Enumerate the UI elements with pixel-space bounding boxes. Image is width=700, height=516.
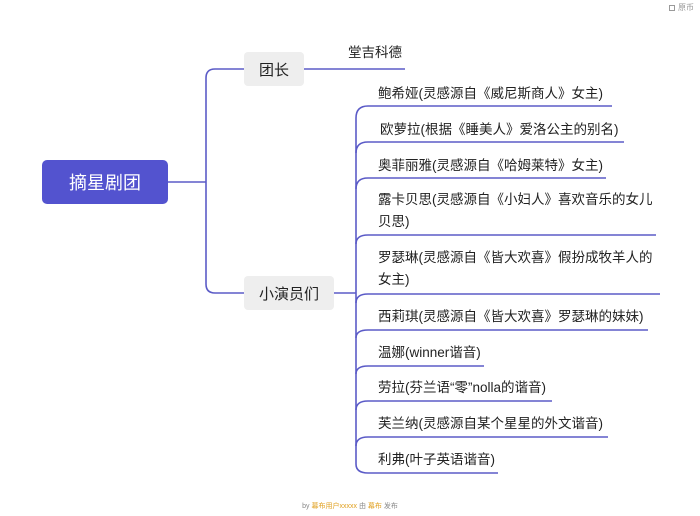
underline-leaf-9 [355, 436, 608, 447]
footer-prefix: by [302, 503, 312, 510]
connector-root-to-cast [205, 182, 244, 294]
root-label: 摘星剧团 [69, 173, 141, 193]
leaf-cast-8[interactable]: 劳拉(芬兰语“零”nolla的谐音) [378, 380, 547, 395]
footer-suffix: 发布 [381, 503, 398, 510]
leaf-cast-10[interactable]: 利弗(叶子英语谐音) [378, 452, 495, 467]
footer-user[interactable]: 幕布用户xxxxx [311, 503, 358, 510]
connector-root-to-captain [205, 68, 244, 182]
leaf-cast-4[interactable]: 露卡贝思(灵感源自《小妇人》喜欢音乐的女儿贝思) [378, 192, 653, 229]
leaf-cast-3[interactable]: 奥菲丽雅(灵感源自《哈姆莱特》女主) [378, 158, 603, 173]
underline-leaf-5 [355, 293, 660, 304]
underline-leaf-2 [355, 141, 624, 154]
top-toolbar: 原币 [669, 2, 694, 13]
branch-cast[interactable]: 小演员们 [244, 276, 334, 310]
topbar-label[interactable]: 原币 [678, 3, 694, 12]
root-node[interactable]: 摘星剧团 [42, 160, 168, 204]
leaf-cast-6[interactable]: 西莉琪(灵感源自《皆大欢喜》罗瑟琳的妹妹) [378, 309, 644, 324]
branch-label: 小演员们 [258, 285, 319, 303]
leaf-captain[interactable]: 堂吉科德 [348, 45, 402, 60]
branch-label: 团长 [258, 61, 289, 79]
fullscreen-icon[interactable] [669, 4, 675, 11]
underline-leaf-8 [355, 400, 552, 411]
footer-middle: 由 [357, 503, 368, 510]
footer-brand[interactable]: 幕布 [367, 503, 382, 510]
underline-leaf-7 [355, 365, 484, 375]
footer-credit: by 幕布用户xxxxx 由 幕布 发布 [0, 501, 700, 511]
leaf-cast-7[interactable]: 温娜(winner谐音) [378, 345, 481, 360]
leaf-cast-5[interactable]: 罗瑟琳(灵感源自《皆大欢喜》假扮成牧羊人的女主) [378, 250, 653, 287]
leaf-cast-2[interactable]: 欧萝拉(根据《睡美人》爱洛公主的别名) [380, 122, 619, 137]
underline-leaf-1 [355, 105, 612, 119]
underline-leaf-10 [355, 463, 498, 474]
underline-leaf-6 [355, 329, 648, 339]
branch-captain[interactable]: 团长 [244, 52, 304, 86]
underline-leaf-3 [355, 177, 606, 190]
leaf-cast-9[interactable]: 芙兰纳(灵感源自某个星星的外文谐音) [378, 416, 603, 431]
leaf-cast-1[interactable]: 鲍希娅(灵感源自《威尼斯商人》女主) [378, 86, 603, 101]
underline-leaf-4 [355, 234, 656, 245]
